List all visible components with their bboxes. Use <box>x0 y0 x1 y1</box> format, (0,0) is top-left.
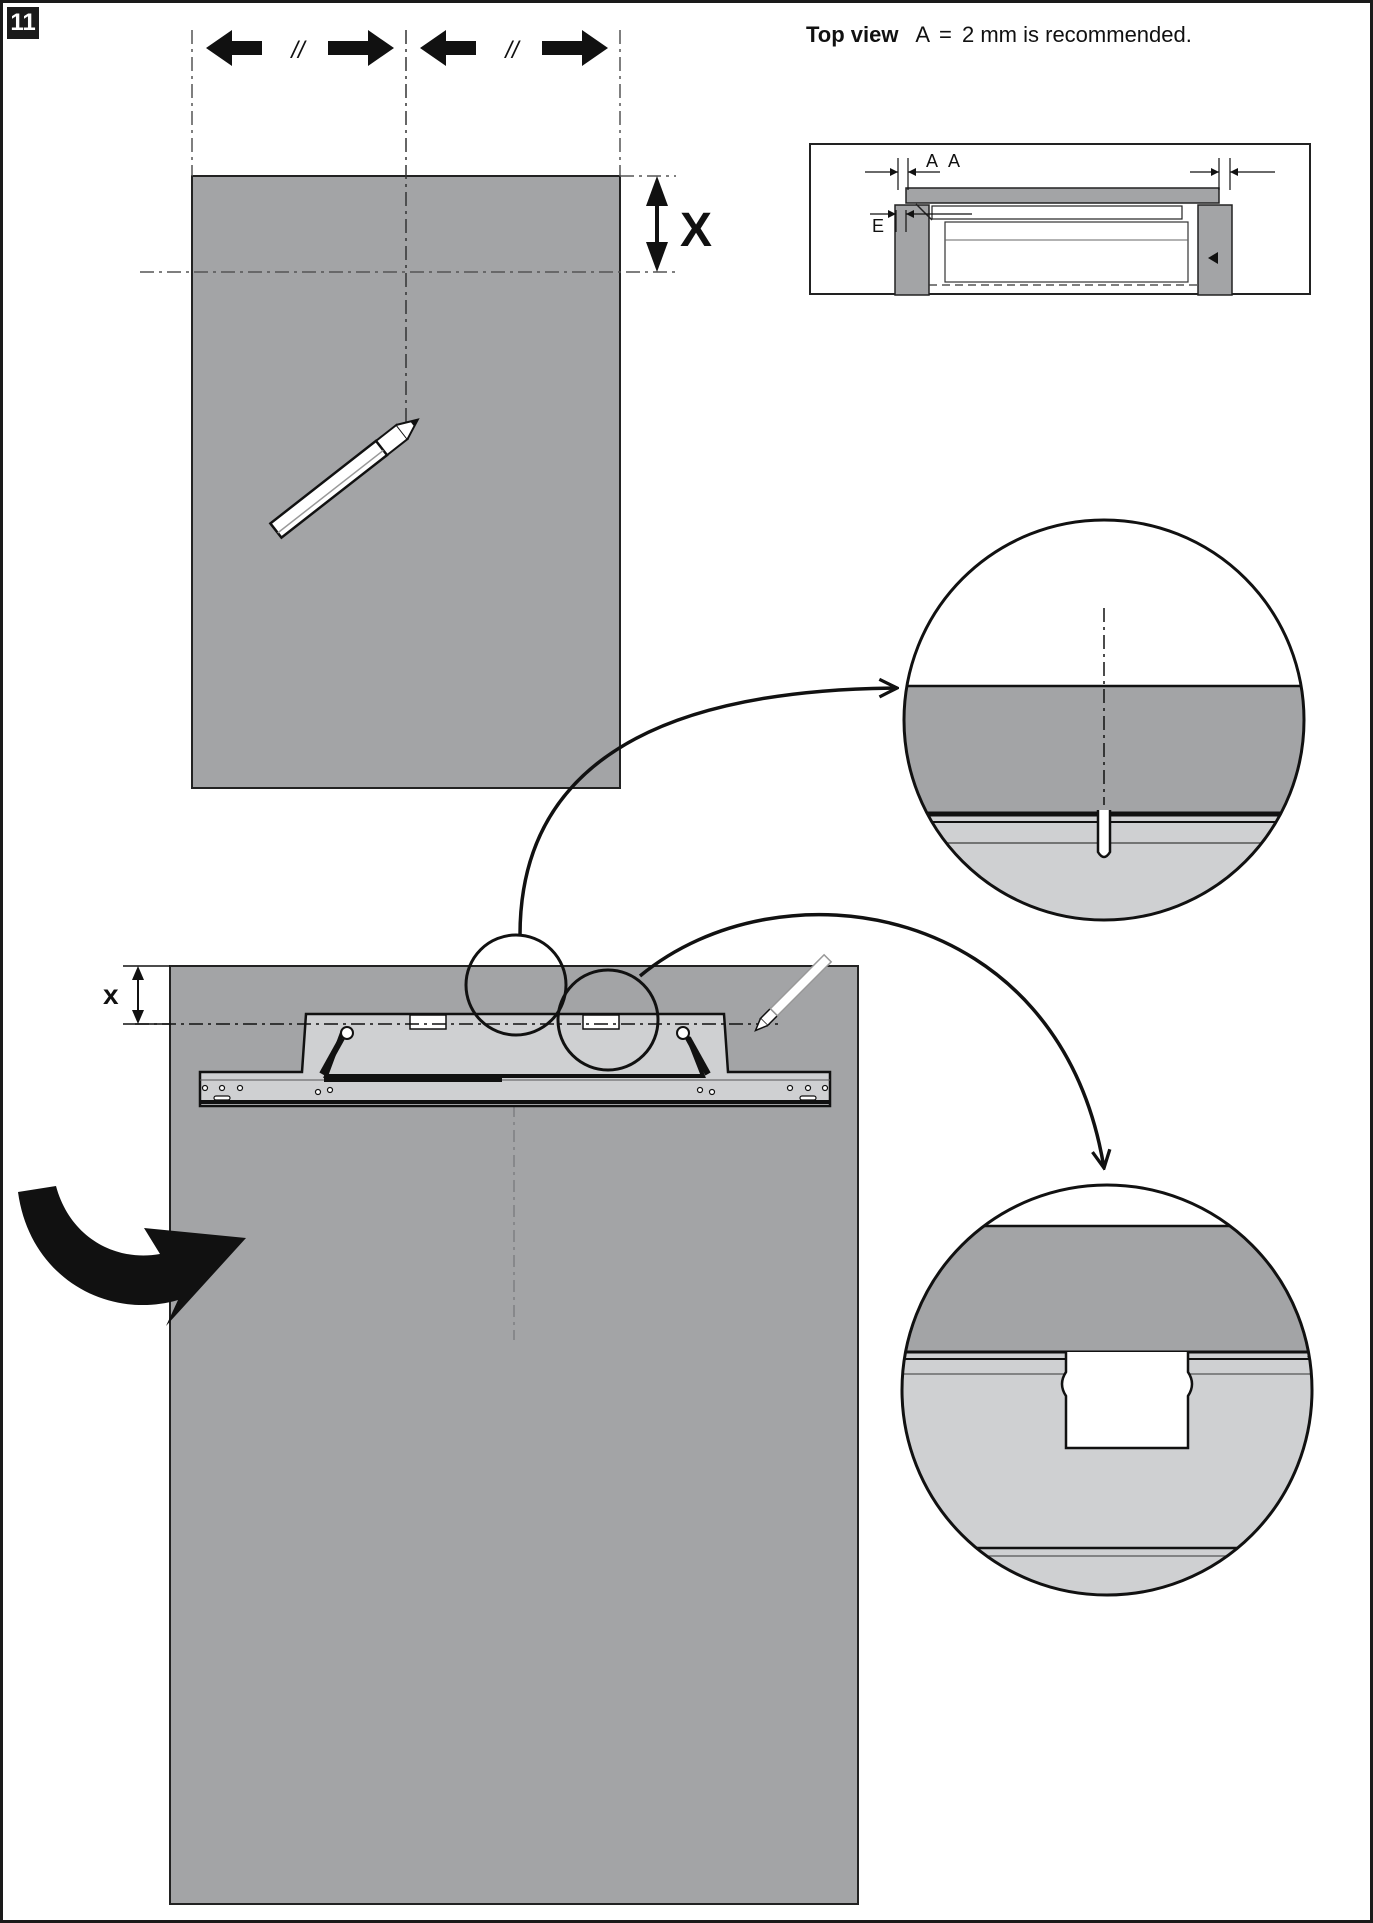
bracket-notch-left <box>409 1014 447 1030</box>
centering-arrows: // // <box>206 30 608 66</box>
inset-wall-marker-icon <box>1208 252 1218 264</box>
bracket-notch-right <box>582 1014 620 1030</box>
top-view-inset: A A E <box>809 143 1311 296</box>
right-arrow-icon <box>328 30 394 66</box>
bracket-plate <box>198 1012 832 1108</box>
detail-callout-circle-1 <box>464 933 568 1037</box>
inset-appliance <box>944 221 1189 283</box>
inset-label-a2: A <box>948 151 960 171</box>
center-mark-left: // <box>289 37 307 64</box>
x-dimension-top: X <box>646 176 712 272</box>
dimension-x-small-label: x <box>103 979 119 1010</box>
top-door-panel <box>140 30 676 789</box>
inset-right-wall <box>1197 204 1233 296</box>
left-arrow-icon <box>206 30 262 66</box>
rotate-arrow-icon <box>18 1186 246 1326</box>
top-view-caption: Top view A = 2 mm is recommended. <box>806 22 1192 48</box>
zoom-circle-2 <box>900 1183 1314 1597</box>
right-arrow-icon-2 <box>542 30 608 66</box>
callout-arrow-2 <box>638 912 1104 1168</box>
inset-bracket <box>931 205 1183 220</box>
down-arrowhead-icon <box>646 242 668 272</box>
step-number-badge: 11 <box>7 7 39 39</box>
caption-equals: = <box>939 22 952 47</box>
zoom-detail-1 <box>902 518 1306 922</box>
pencil-icon <box>268 418 420 540</box>
caption-text: mm is recommended. <box>980 22 1192 47</box>
inset-label-e: E <box>872 216 884 236</box>
left-pivot <box>340 1026 354 1040</box>
zoom-detail-2 <box>900 1183 1314 1597</box>
x-dimension-bottom: x <box>103 965 170 1025</box>
inset-left-wall <box>894 204 930 296</box>
right-pivot <box>676 1026 690 1040</box>
detail-callout-circle-2 <box>556 968 660 1072</box>
callout-arrow-1 <box>518 688 897 936</box>
dimension-x-label: X <box>680 204 712 257</box>
up-arrowhead-icon <box>646 176 668 206</box>
caption-value: 2 <box>961 22 975 47</box>
caption-variable: A <box>915 22 929 47</box>
zoom-circle-1 <box>902 518 1306 922</box>
inset-door <box>905 187 1220 204</box>
left-arrow-icon-2 <box>420 30 476 66</box>
center-mark-right: // <box>503 37 521 64</box>
small-pencil-icon <box>754 953 833 1032</box>
mounting-bracket <box>135 1012 832 1108</box>
bottom-door-panel <box>169 965 859 1905</box>
inset-label-a1: A <box>926 151 938 171</box>
caption-title: Top view <box>806 22 899 47</box>
